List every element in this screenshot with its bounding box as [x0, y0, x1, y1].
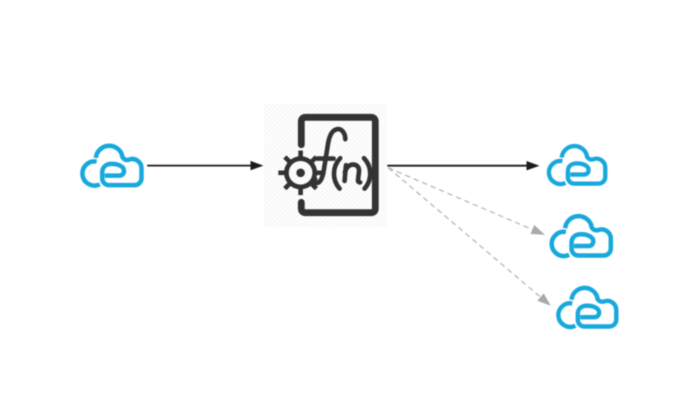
- source-cloudevents-logo: [82, 146, 141, 186]
- cloudevents-logo-icon: [552, 216, 611, 256]
- arrowhead-icon: [526, 161, 540, 171]
- arrow-source-to-function: [147, 160, 264, 171]
- gear-hub: [296, 168, 305, 178]
- arrow-function-to-target-2: [388, 167, 545, 235]
- cloudevents-logo-icon: [558, 288, 616, 327]
- function-icon: f(n): [264, 103, 387, 227]
- target-cloudevents-logo-3: [558, 288, 616, 327]
- glyph-paren-close: [361, 155, 373, 191]
- glyph-n-arch: [342, 162, 363, 185]
- glyph-paren-open: [331, 155, 343, 191]
- function-label: f(n): [312, 126, 373, 191]
- function-document-outline: [297, 113, 379, 217]
- arrowhead-icon: [530, 224, 545, 235]
- cloudevents-logo-icon: [82, 146, 141, 186]
- dash-line: [388, 167, 533, 231]
- target-cloudevents-logo-2: [552, 216, 611, 256]
- arrow-function-to-target-1: [387, 161, 540, 171]
- dash-line: [387, 167, 541, 298]
- gear-icon: [278, 150, 323, 196]
- cloudevents-logo-icon: [549, 146, 605, 184]
- arrowhead-icon: [537, 293, 551, 306]
- arrow-function-to-target-3: [387, 167, 551, 306]
- gear-ring: [284, 156, 318, 190]
- target-cloudevents-logo-1: [549, 146, 605, 184]
- arrowhead-icon: [250, 160, 264, 171]
